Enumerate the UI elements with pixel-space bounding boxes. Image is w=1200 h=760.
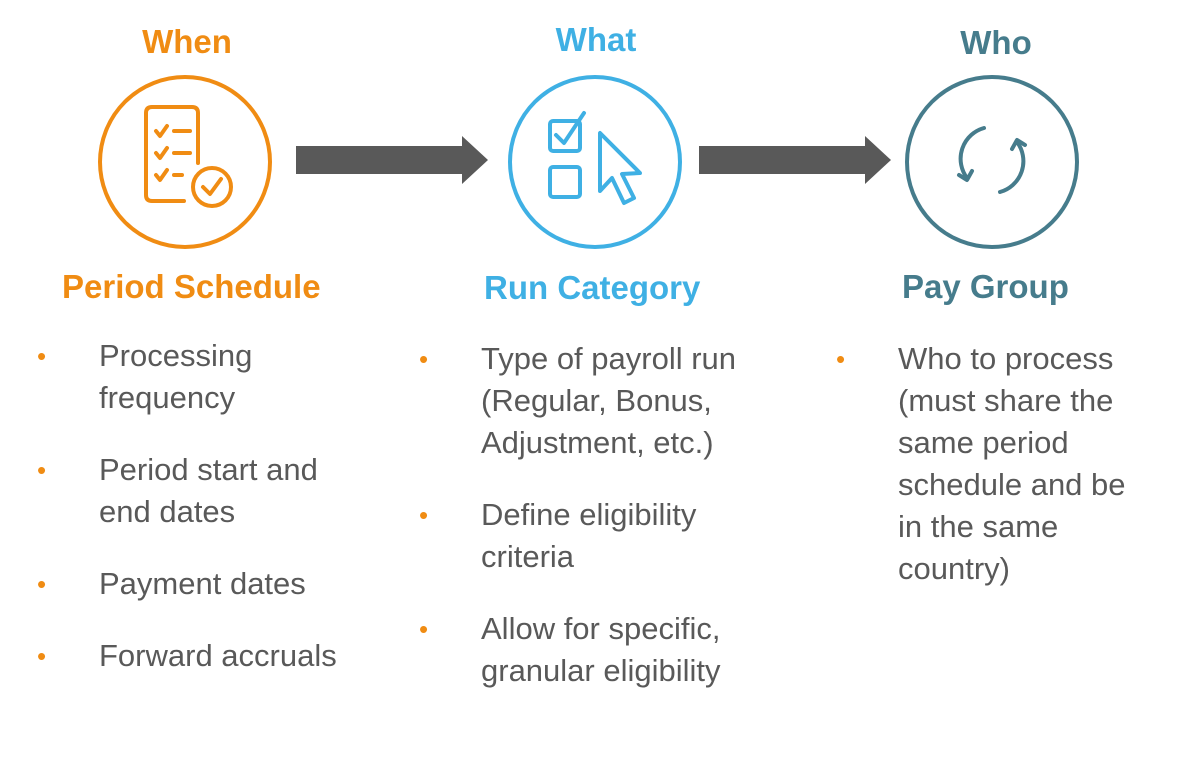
bullet-dot: • — [419, 344, 429, 374]
heading-who: Who — [960, 24, 1032, 61]
bullet-dot: • — [419, 614, 429, 644]
item-text: Who to process (must share the same peri… — [898, 341, 1126, 586]
list-item: • Allow for specific, granular eligibilit… — [419, 608, 809, 692]
item-text: Type of payroll run (Regular, Bonus, Adj… — [481, 341, 737, 460]
flow-arrow-right — [699, 136, 891, 184]
item-text: Allow for specific, granular eligibility — [481, 611, 721, 688]
bullet-dot: • — [37, 455, 47, 485]
bullet-dot: • — [419, 500, 429, 530]
what-circle — [508, 75, 682, 249]
checkbox-cursor-icon — [548, 111, 642, 205]
what-bullet-list: • Type of payroll run (Regular, Bonus, Ad… — [419, 338, 809, 722]
who-bullet-list: • Who to process (must share the same per… — [836, 338, 1166, 620]
subheading-pay-group: Pay Group — [902, 268, 1069, 305]
bullet-dot: • — [836, 344, 846, 374]
list-item: • Forward accruals — [37, 635, 357, 677]
bullet-dot: • — [37, 641, 47, 671]
who-circle — [905, 75, 1079, 249]
list-item: • Type of payroll run (Regular, Bonus, Ad… — [419, 338, 809, 464]
subheading-period-schedule: Period Schedule — [62, 268, 321, 305]
bullet-dot: • — [37, 569, 47, 599]
item-text: Define eligibility criteria — [481, 497, 697, 574]
list-item: • Period start and end dates — [37, 449, 357, 533]
item-text: Period start and end dates — [99, 452, 318, 529]
item-text: Processing frequency — [99, 338, 253, 415]
flow-arrow-right — [296, 136, 488, 184]
heading-what: What — [555, 21, 637, 58]
when-bullet-list: • Processing frequency • Period start and … — [37, 335, 357, 707]
refresh-cycle-icon — [957, 126, 1027, 194]
when-circle — [98, 75, 272, 249]
bullet-dot: • — [37, 341, 47, 371]
heading-when: When — [142, 23, 232, 60]
list-item: • Payment dates — [37, 563, 357, 605]
item-text: Payment dates — [99, 566, 306, 601]
subheading-run-category: Run Category — [484, 269, 701, 306]
list-item: • Define eligibility criteria — [419, 494, 809, 578]
item-text: Forward accruals — [99, 638, 337, 673]
list-item: • Processing frequency — [37, 335, 357, 419]
checklist-icon — [144, 105, 233, 208]
list-item: • Who to process (must share the same per… — [836, 338, 1166, 590]
